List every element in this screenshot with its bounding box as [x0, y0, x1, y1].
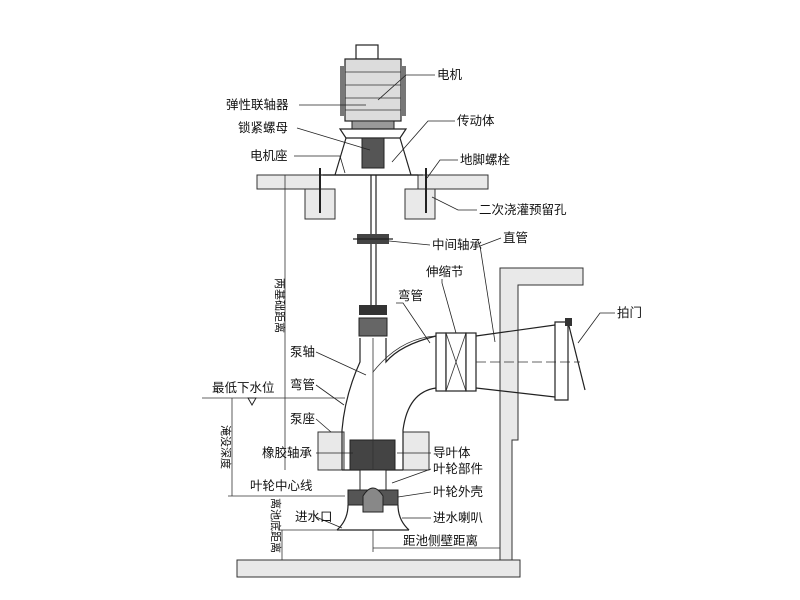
- label-flap-valve: 拍门: [617, 305, 642, 320]
- upper-column-flanges: [358, 305, 388, 337]
- label-submergence: 淹没深度: [219, 425, 233, 469]
- label-inlet-bell: 进水喇叭: [433, 510, 484, 525]
- dimension-lines: [228, 175, 500, 560]
- label-anchor-bolt: 地脚螺栓: [460, 152, 511, 167]
- label-transmission: 传动体: [457, 113, 495, 128]
- elbow-pipe: [341, 335, 437, 470]
- upper-floor-slab: [256, 174, 489, 220]
- label-coupling: 弹性联轴器: [226, 97, 289, 112]
- label-inlet: 进水口: [295, 509, 333, 524]
- label-wall-distance: 距池侧壁距离: [403, 533, 478, 548]
- label-pump-base: 泵座: [290, 411, 315, 426]
- right-discharge-wall: [499, 267, 584, 566]
- pump-shaft: [370, 175, 377, 315]
- motor-stand: [323, 128, 423, 176]
- label-rubber-bearing: 橡胶轴承: [262, 445, 313, 460]
- label-impeller-centerline: 叶轮中心线: [250, 478, 313, 493]
- anchor-bolts: [319, 168, 427, 213]
- label-grout-hole: 二次浇灌预留孔: [479, 202, 567, 217]
- expansion-joint: [435, 332, 477, 392]
- water-level-marker: [202, 397, 345, 407]
- straight-discharge-pipe: [475, 324, 580, 398]
- label-installation-height: 两基础距离: [273, 278, 287, 333]
- label-motor: 电机: [437, 67, 463, 82]
- label-expansion-joint: 伸缩节: [426, 264, 464, 279]
- pool-bottom-floor: [236, 559, 521, 578]
- label-impeller-housing: 叶轮外壳: [433, 484, 483, 499]
- motor: [340, 44, 406, 130]
- label-impeller-parts: 叶轮部件: [433, 461, 483, 476]
- label-bottom-clearance: 离池底距离: [269, 498, 283, 553]
- lower-pump-base-blocks: [317, 431, 430, 471]
- label-straight-pipe: 直管: [503, 230, 528, 245]
- lower-pump-body: [336, 439, 410, 531]
- label-elbow-left: 弯管: [290, 377, 315, 392]
- label-pump-shaft: 泵轴: [290, 344, 315, 359]
- middle-bearing: [353, 234, 393, 244]
- flap-valve: [554, 318, 586, 401]
- label-lock-nut: 锁紧螺母: [238, 120, 288, 135]
- label-elbow-top: 弯管: [398, 288, 423, 303]
- labels: 电机 弹性联轴器 锁紧螺母 传动体 电机座 地脚螺栓 二次浇灌预留孔 中间轴承 …: [212, 67, 642, 553]
- leader-lines: [294, 74, 615, 529]
- label-motor-base: 电机座: [250, 148, 288, 163]
- label-min-water-level: 最低下水位: [212, 380, 275, 395]
- label-middle-bearing: 中间轴承: [432, 237, 483, 252]
- label-guide-vane: 导叶体: [433, 445, 471, 460]
